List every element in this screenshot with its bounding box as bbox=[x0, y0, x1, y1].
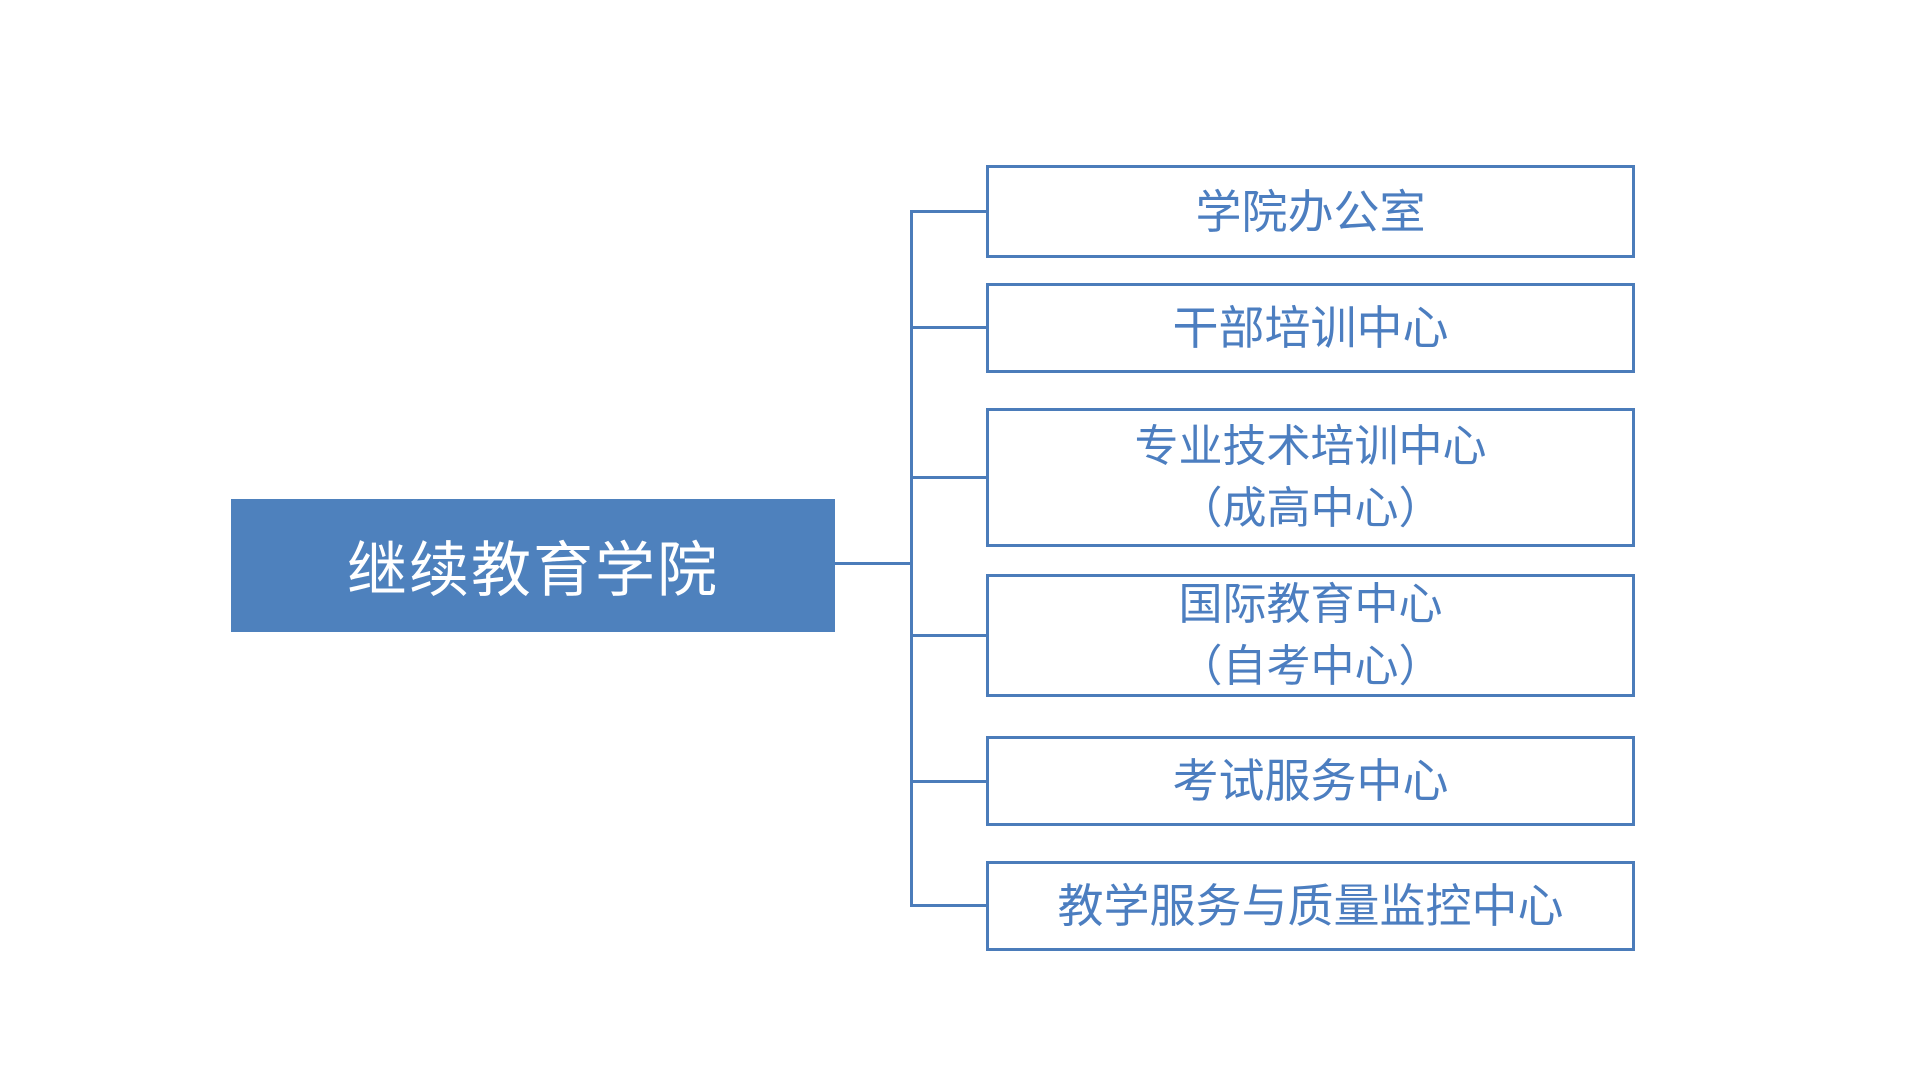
org-node-sublabel: （自考中心） bbox=[1178, 640, 1443, 692]
org-node-sublabel: （成高中心） bbox=[1178, 482, 1443, 534]
org-node-professional-technical-training-center: 专业技术培训中心 （成高中心） bbox=[986, 408, 1635, 547]
org-node-teaching-service-quality-monitoring-center: 教学服务与质量监控中心 bbox=[986, 861, 1635, 951]
branch-line-cadre-training-center bbox=[911, 326, 989, 329]
root-node-continuing-education-college: 继续教育学院 bbox=[231, 499, 835, 632]
org-node-label: 学院办公室 bbox=[1195, 184, 1426, 239]
org-node-international-education-center: 国际教育中心 （自考中心） bbox=[986, 574, 1635, 697]
org-node-label: 教学服务与质量监控中心 bbox=[1057, 879, 1564, 933]
org-node-label: 考试服务中心 bbox=[1172, 754, 1449, 808]
org-node-label: 国际教育中心 bbox=[1178, 578, 1443, 630]
root-node-label: 继续教育学院 bbox=[347, 536, 719, 606]
org-node-examination-service-center: 考试服务中心 bbox=[986, 736, 1635, 826]
branch-line-teaching-service-quality-monitoring-center bbox=[911, 904, 989, 907]
branch-line-examination-service-center bbox=[911, 780, 989, 783]
branch-line-professional-technical-training-center bbox=[911, 476, 989, 479]
root-connector-line bbox=[835, 562, 913, 565]
branch-line-international-education-center bbox=[911, 634, 989, 637]
trunk-line bbox=[910, 210, 913, 907]
org-node-label: 干部培训中心 bbox=[1172, 301, 1449, 355]
org-node-college-office: 学院办公室 bbox=[986, 165, 1635, 258]
branch-line-college-office bbox=[911, 210, 989, 213]
org-node-cadre-training-center: 干部培训中心 bbox=[986, 283, 1635, 373]
org-node-label: 专业技术培训中心 bbox=[1134, 420, 1487, 472]
